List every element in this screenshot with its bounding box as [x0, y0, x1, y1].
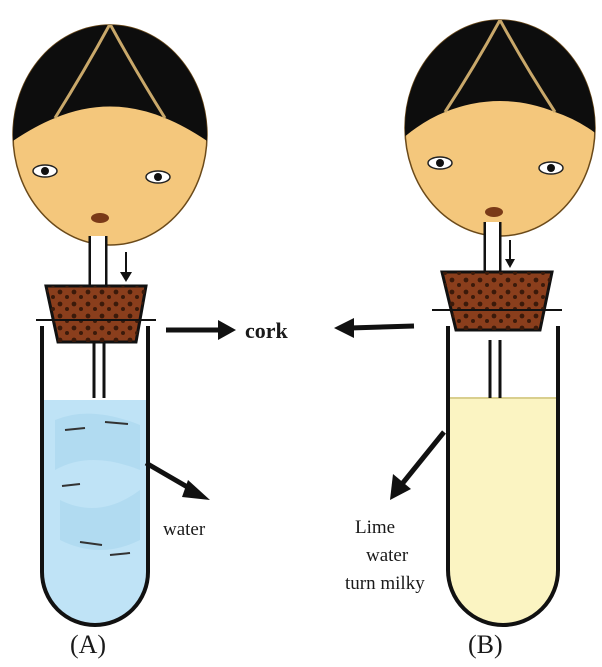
water-label: water	[163, 519, 206, 540]
eye-icon	[32, 164, 58, 178]
cork-label: cork	[245, 318, 289, 343]
test-tube-b	[446, 326, 560, 627]
eye-icon	[145, 170, 171, 184]
apparatus-b	[404, 19, 596, 627]
caption-a: (A)	[70, 630, 106, 659]
delivery-tube-a	[88, 236, 132, 290]
eye-icon	[427, 156, 453, 170]
eye-icon	[538, 161, 564, 175]
head-b	[404, 19, 596, 237]
head-a	[12, 24, 208, 246]
arrow-lime-water	[390, 430, 446, 500]
arrow-cork-from-a	[166, 320, 236, 340]
cork-a	[36, 284, 156, 344]
lime-water-label-line2: water	[366, 545, 409, 566]
arrow-water	[144, 460, 210, 500]
cork-b	[432, 270, 562, 332]
delivery-tube-b	[483, 222, 515, 275]
arrow-cork-from-b	[334, 318, 415, 338]
test-tube-a	[40, 326, 150, 627]
apparatus-a	[12, 24, 208, 627]
caption-b: (B)	[468, 630, 503, 659]
lime-water-label-line1: Lime	[355, 517, 395, 538]
lime-water-label-line3: turn milky	[345, 573, 425, 594]
